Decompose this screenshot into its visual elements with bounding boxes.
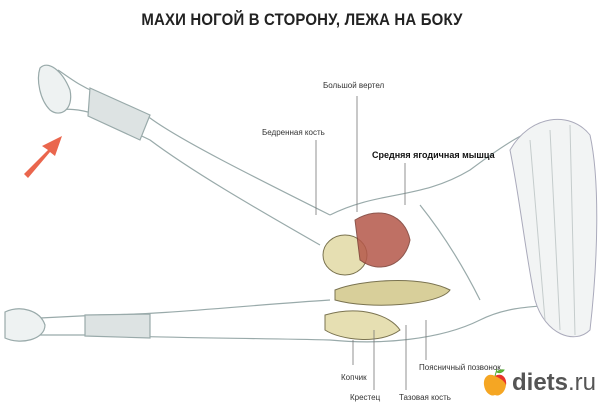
label-greater-trochanter: Большой вертел — [323, 81, 385, 90]
apple-icon — [483, 368, 507, 396]
lower-leg — [4, 299, 331, 342]
label-gluteus-medius: Средняя ягодичная мышца — [372, 150, 495, 160]
diets-logo: diets.ru — [482, 368, 596, 398]
raised-leg — [37, 64, 331, 246]
label-sacrum: Крестец — [350, 393, 381, 402]
label-lumbar-vertebra: Поясничный позвонок — [419, 363, 501, 372]
leader-lines — [315, 96, 427, 390]
logo-tld: .ru — [568, 369, 597, 396]
pelvis-bones — [322, 234, 451, 340]
gluteus-medius-muscle — [354, 212, 411, 268]
hair — [509, 119, 598, 338]
page-title: МАХИ НОГОЙ В СТОРОНУ, ЛЕЖА НА БОКУ — [141, 10, 463, 29]
label-femur: Бедренная кость — [262, 128, 325, 137]
label-coccyx: Копчик — [341, 373, 367, 382]
label-pelvic-bone: Тазовая кость — [399, 393, 451, 402]
direction-arrow-icon — [24, 136, 62, 178]
logo-name: diets — [512, 369, 569, 396]
